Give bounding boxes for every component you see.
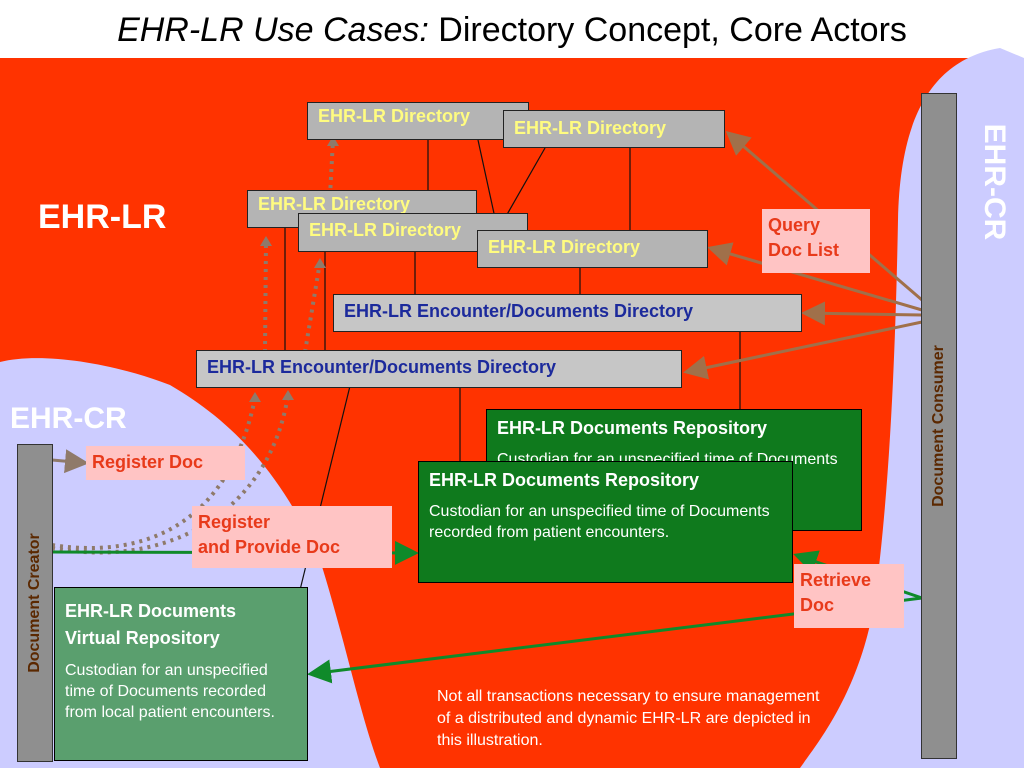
retrieve-line-2: Doc [800, 595, 835, 615]
ehr-cr-left-label: EHR-CR [10, 402, 127, 435]
register-provide-label: Register and Provide Doc [192, 506, 392, 568]
directory-box: EHR-LR Directory [307, 102, 529, 140]
directory-box: EHR-LR Directory [503, 110, 725, 148]
documents-repository-front: EHR-LR Documents Repository Custodian fo… [418, 461, 793, 583]
retrieve-doc-label: Retrieve Doc [794, 564, 904, 628]
query-arrow-4 [683, 320, 923, 380]
repository-title: EHR-LR Documents Repository [429, 470, 700, 490]
document-consumer-actor: Document Consumer [921, 93, 957, 759]
page-title: EHR-LR Use Cases: Directory Concept, Cor… [0, 10, 1024, 50]
document-creator-actor: Document Creator [17, 444, 53, 762]
query-line-1: Query [768, 215, 821, 235]
ehr-cr-right-label: EHR-CR [974, 112, 1014, 252]
illustration-note: Not all transactions necessary to ensure… [437, 688, 820, 749]
query-doc-list-label: Query Doc List [762, 209, 870, 273]
virtual-repository-description: Custodian for an unspecified time of Doc… [65, 662, 275, 721]
document-consumer-label: Document Consumer [930, 345, 947, 507]
virtual-repository: EHR-LR Documents Virtual Repository Cust… [54, 587, 308, 761]
retrieve-line-1: Retrieve [800, 570, 872, 590]
ehr-lr-region-label: EHR-LR [38, 198, 167, 236]
query-arrow-3 [801, 301, 923, 326]
query-arrow-2 [707, 242, 923, 312]
query-line-2: Doc List [768, 240, 840, 260]
register-provide-line-1: Register [198, 512, 271, 532]
repository-title: EHR-LR Documents Repository [497, 418, 768, 438]
repository-description: Custodian for an unspecified time of Doc… [429, 503, 770, 541]
directory-box: EHR-LR Directory [477, 230, 708, 268]
virtual-repository-title-1: EHR-LR Documents [65, 601, 237, 621]
register-doc-label: Register Doc [86, 446, 245, 480]
ehr-cr-right-region [800, 48, 1024, 768]
encounter-directory-box: EHR-LR Encounter/Documents Directory [196, 350, 682, 388]
ehr-cr-right-text: EHR-CR [978, 123, 1011, 241]
register-provide-line-2: and Provide Doc [198, 537, 341, 557]
virtual-repository-title-2: Virtual Repository [65, 628, 220, 648]
encounter-directory-box: EHR-LR Encounter/Documents Directory [333, 294, 802, 332]
document-creator-label: Document Creator [26, 533, 43, 673]
title-regular: Directory Concept, Core Actors [438, 11, 907, 49]
title-italic: EHR-LR Use Cases: [117, 11, 429, 49]
register-doc-arrow [51, 449, 89, 474]
